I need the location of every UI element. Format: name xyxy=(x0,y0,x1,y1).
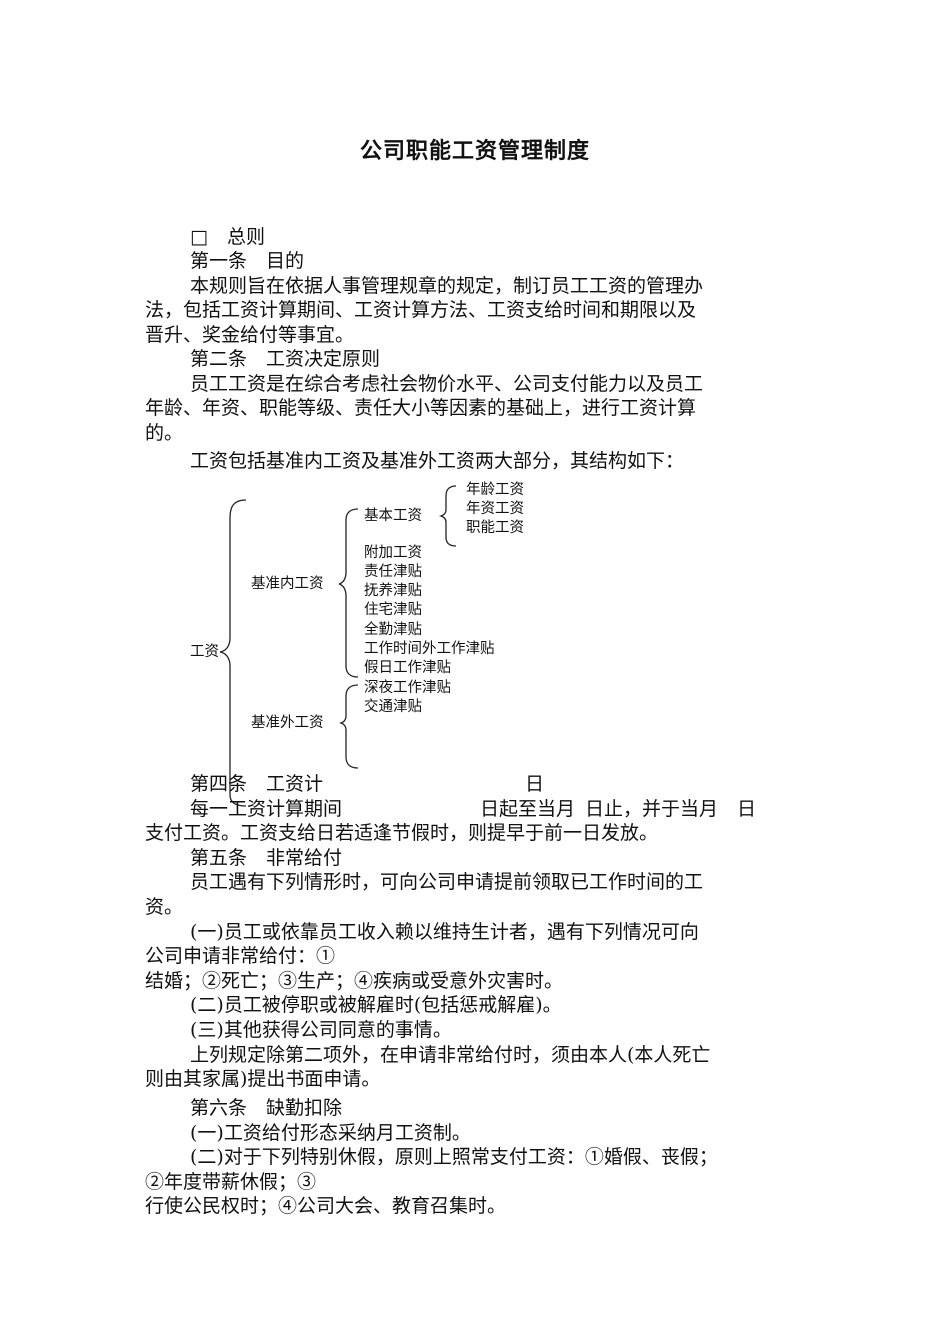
article-4-heading: 第四条 工资计 xyxy=(190,773,324,795)
outer-brace xyxy=(338,684,359,769)
article-5-line-1: 员工遇有下列情形时，可向公司申请提前领取已工作时间的工 xyxy=(190,871,704,893)
article-1-line-2: 法，包括工资计算期间、工资计算方法、工资支给时间和期限以及 xyxy=(145,299,697,321)
inner-item: 住宅津贴 xyxy=(364,602,422,618)
tree-basic: 基本工资 xyxy=(364,508,422,524)
article-4-line-1b: 日起至当月 xyxy=(480,798,576,820)
inner-item: 责任津贴 xyxy=(364,564,422,580)
basic-brace xyxy=(438,485,457,547)
basic-item: 职能工资 xyxy=(466,520,524,536)
page-title: 公司职能工资管理制度 xyxy=(359,138,590,164)
article-4-heading-tail: 日 xyxy=(525,773,545,795)
article-2-line-2: 年龄、年资、职能等级、责任大小等因素的基础上，进行工资计算 xyxy=(145,397,697,419)
tree-outer: 基准外工资 xyxy=(251,715,324,731)
tree-root: 工资 xyxy=(190,644,219,660)
article-2-line-1: 员工工资是在综合考虑社会物价水平、公司支付能力以及员工 xyxy=(190,373,704,395)
basic-item: 年资工资 xyxy=(466,501,524,517)
inner-item: 附加工资 xyxy=(364,545,422,561)
structure-intro: 工资包括基准内工资及基准外工资两大部分，其结构如下： xyxy=(190,450,685,472)
article-6-item-2-c: 行使公民权时；④公司大会、教育召集时。 xyxy=(145,1195,507,1217)
article-5-note-1: 上列规定除第二项外，在申请非常给付时，须由本人(本人死亡 xyxy=(190,1044,711,1066)
section-heading: □ 总则 xyxy=(190,226,265,248)
article-5-item-1-a: (一)员工或依靠员工收入赖以维持生计者，遇有下列情况可向 xyxy=(190,921,699,943)
article-2-line-3: 的。 xyxy=(145,422,184,444)
article-6-item-2-a: (二)对于下列特别休假，原则上照常支付工资：①婚假、丧假； xyxy=(190,1146,718,1168)
article-2-heading: 第二条 工资决定原则 xyxy=(190,348,381,370)
article-5-item-3: (三)其他获得公司同意的事情。 xyxy=(190,1019,452,1041)
article-5-heading: 第五条 非常给付 xyxy=(190,847,343,869)
article-6-item-2-b: ②年度带薪休假；③ xyxy=(145,1171,317,1193)
article-4-line-1c: 日止，并于当月 日 xyxy=(585,798,757,820)
outer-item: 交通津贴 xyxy=(364,699,422,715)
article-4-line-2: 支付工资。工资支给日若适逢节假时，则提早于前一日发放。 xyxy=(145,822,659,844)
article-1-line-1: 本规则旨在依据人事管理规章的规定，制订员工工资的管理办 xyxy=(190,275,704,297)
inner-item: 假日工作津贴 xyxy=(364,660,451,676)
article-5-item-1-c: 结婚；②死亡；③生产；④疾病或受意外灾害时。 xyxy=(145,970,564,992)
article-6-heading: 第六条 缺勤扣除 xyxy=(190,1097,343,1119)
article-5-item-2: (二)员工被停职或被解雇时(包括惩戒解雇)。 xyxy=(190,994,562,1016)
root-brace xyxy=(219,499,247,807)
inner-brace xyxy=(338,508,359,678)
article-4-line-1a: 每一工资计算期间 xyxy=(190,798,343,820)
basic-item: 年龄工资 xyxy=(466,482,524,498)
article-6-item-1: (一)工资给付形态采纳月工资制。 xyxy=(190,1122,471,1144)
inner-item: 全勤津贴 xyxy=(364,622,422,638)
article-5-item-1-b: 公司申请非常给付：① xyxy=(145,945,336,967)
inner-item: 工作时间外工作津贴 xyxy=(364,641,495,657)
outer-item: 深夜工作津贴 xyxy=(364,680,451,696)
article-1-line-3: 晋升、奖金给付等事宜。 xyxy=(145,324,355,346)
inner-item: 抚养津贴 xyxy=(364,583,422,599)
article-5-note-2: 则由其家属)提出书面申请。 xyxy=(145,1068,381,1090)
article-1-heading: 第一条 目的 xyxy=(190,250,305,272)
article-5-line-2: 资。 xyxy=(145,896,184,918)
tree-inner: 基准内工资 xyxy=(251,576,324,592)
